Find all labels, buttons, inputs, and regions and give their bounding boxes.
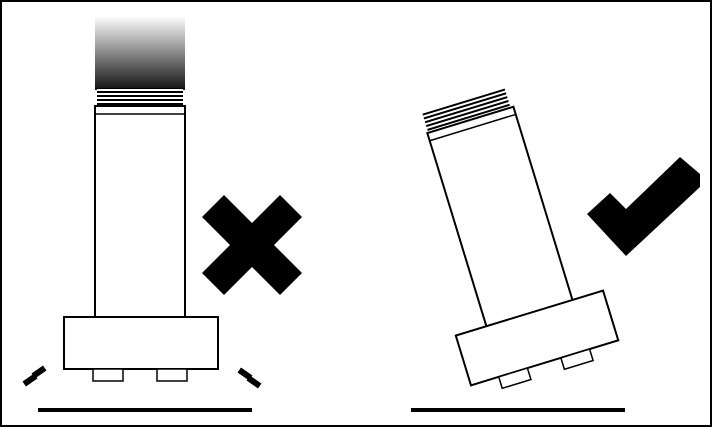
right-column-ring	[429, 113, 516, 142]
right-column-group	[422, 88, 620, 390]
right-base	[454, 289, 620, 387]
right-foot-1	[497, 367, 532, 390]
right-foot-2	[559, 348, 595, 371]
left-foot-2	[156, 368, 188, 382]
right-panel	[411, 88, 700, 412]
wobble-marks-left	[22, 365, 47, 387]
left-ground-line	[38, 408, 252, 412]
cross-icon	[202, 195, 302, 295]
left-foot-1	[92, 368, 124, 382]
left-panel	[22, 16, 302, 412]
right-ground-line	[411, 408, 625, 412]
left-thread	[97, 88, 183, 106]
wobble-marks-right	[237, 367, 262, 389]
right-column-body	[426, 105, 575, 330]
checkmark-icon	[587, 157, 700, 256]
fade-gradient	[95, 16, 185, 90]
right-thread	[422, 88, 511, 133]
left-column-body	[94, 105, 186, 319]
left-base	[63, 316, 219, 370]
